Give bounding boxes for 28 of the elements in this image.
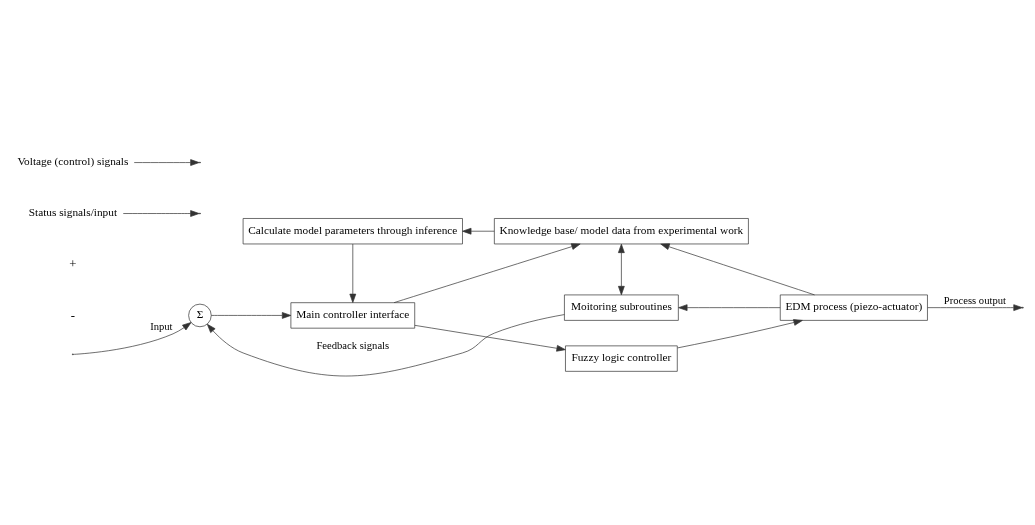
arrow: [414, 324, 566, 352]
edge-label: Process output: [943, 294, 1006, 306]
arrow: [206, 313, 565, 376]
arrow: [660, 243, 815, 295]
arrow: [349, 243, 357, 303]
label: -: [70, 307, 76, 322]
label: +: [69, 256, 77, 271]
node-box: EDM process (piezo-actuator): [779, 294, 928, 321]
arrow: [677, 318, 803, 348]
arrow: [393, 242, 581, 303]
arrow: [73, 321, 192, 355]
node-box: Moitoring subroutines: [564, 294, 679, 321]
edge-label: Input: [150, 320, 173, 332]
arrow: [122, 209, 200, 217]
node-box: Calculate model parameters through inference: [242, 217, 463, 244]
node-box: Main controller interface: [290, 301, 416, 329]
arrow: [133, 158, 200, 166]
arrow: [462, 227, 495, 235]
arrow: [678, 303, 781, 311]
arrow: [927, 303, 1023, 311]
node-box: Knowledge base/ model data from experimental work: [494, 217, 749, 244]
node-box: Fuzzy logic controller: [565, 345, 678, 372]
node-text: Status signals/input: [28, 205, 118, 218]
arrow: [618, 243, 625, 295]
arrow: [210, 311, 292, 319]
node-circle: Σ: [188, 303, 212, 327]
edge-label: Feedback signals: [316, 339, 390, 351]
node-text: Voltage (control) signals: [17, 154, 129, 167]
